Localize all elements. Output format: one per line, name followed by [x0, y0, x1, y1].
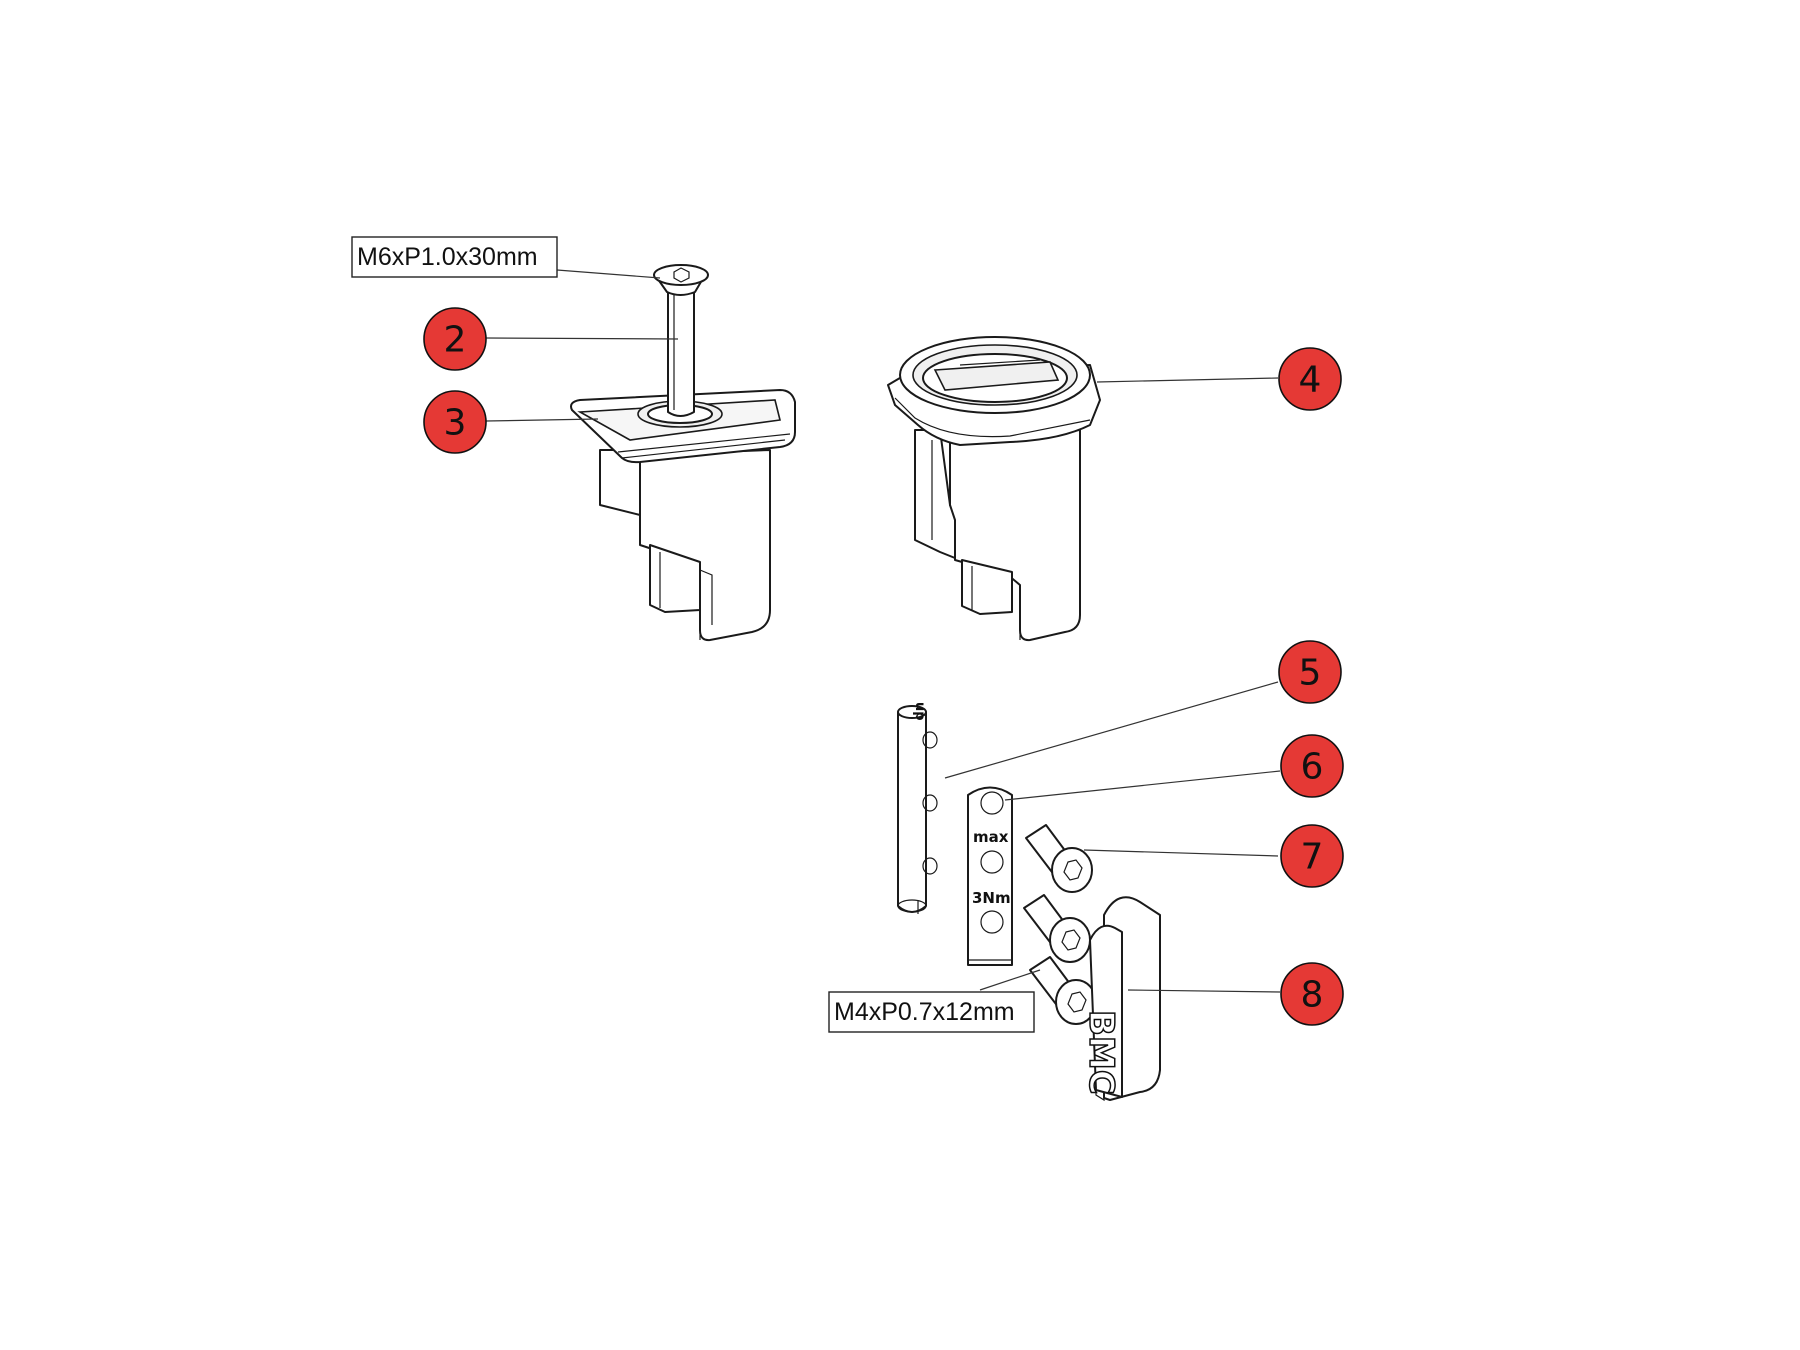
callout-2: 2 [423, 307, 487, 371]
spec-label-top-bolt: M6xP1.0x30mm [351, 236, 558, 278]
leader-lines [485, 269, 1281, 993]
leader-8 [1127, 989, 1281, 993]
callout-number-4: 4 [1299, 360, 1322, 401]
m4-bolt-3 [1029, 956, 1097, 1025]
leader-top-bolt-spec [556, 269, 661, 279]
callout-7: 7 [1280, 824, 1344, 888]
plate-torque-label: 3Nm [972, 889, 1011, 907]
part-7-m4-bolts [1023, 824, 1097, 1025]
callout-number-5: 5 [1299, 653, 1322, 694]
part-2-m6-bolt [653, 264, 709, 417]
callout-number-3: 3 [444, 403, 467, 444]
leader-3 [485, 418, 599, 422]
callout-4: 4 [1278, 347, 1342, 411]
leader-7 [1083, 849, 1279, 857]
callout-3: 3 [423, 390, 487, 454]
part-3-wedge-base [570, 389, 796, 642]
leader-small-bolt-spec [979, 969, 1041, 991]
callout-5: 5 [1278, 640, 1342, 704]
callout-number-7: 7 [1301, 837, 1324, 878]
spec-text-top-bolt: M6xP1.0x30mm [357, 243, 538, 271]
leader-6 [1004, 770, 1281, 801]
part-8-cover: BMC [1080, 896, 1161, 1102]
callout-number-6: 6 [1301, 747, 1324, 788]
leader-5 [944, 681, 1279, 779]
leader-2 [485, 337, 679, 340]
callout-number-8: 8 [1301, 975, 1324, 1016]
m4-bolt-1 [1025, 824, 1093, 893]
callout-number-2: 2 [444, 320, 467, 361]
cover-bmc-logo: BMC [1081, 1010, 1121, 1095]
leader-4 [1096, 377, 1279, 383]
plate-max-label: max [973, 828, 1009, 846]
callout-6: 6 [1280, 734, 1344, 798]
callout-8: 8 [1280, 962, 1344, 1026]
pin-up-mark: up [912, 702, 927, 721]
m4-bolt-2 [1023, 894, 1091, 963]
part-6-torque-plate: max 3Nm [967, 786, 1013, 966]
spec-label-small-bolts: M4xP0.7x12mm [828, 991, 1035, 1033]
spec-text-small-bolts: M4xP0.7x12mm [834, 998, 1015, 1026]
part-4-sleeve-insert [887, 336, 1101, 642]
part-5-pin: up [897, 702, 938, 914]
